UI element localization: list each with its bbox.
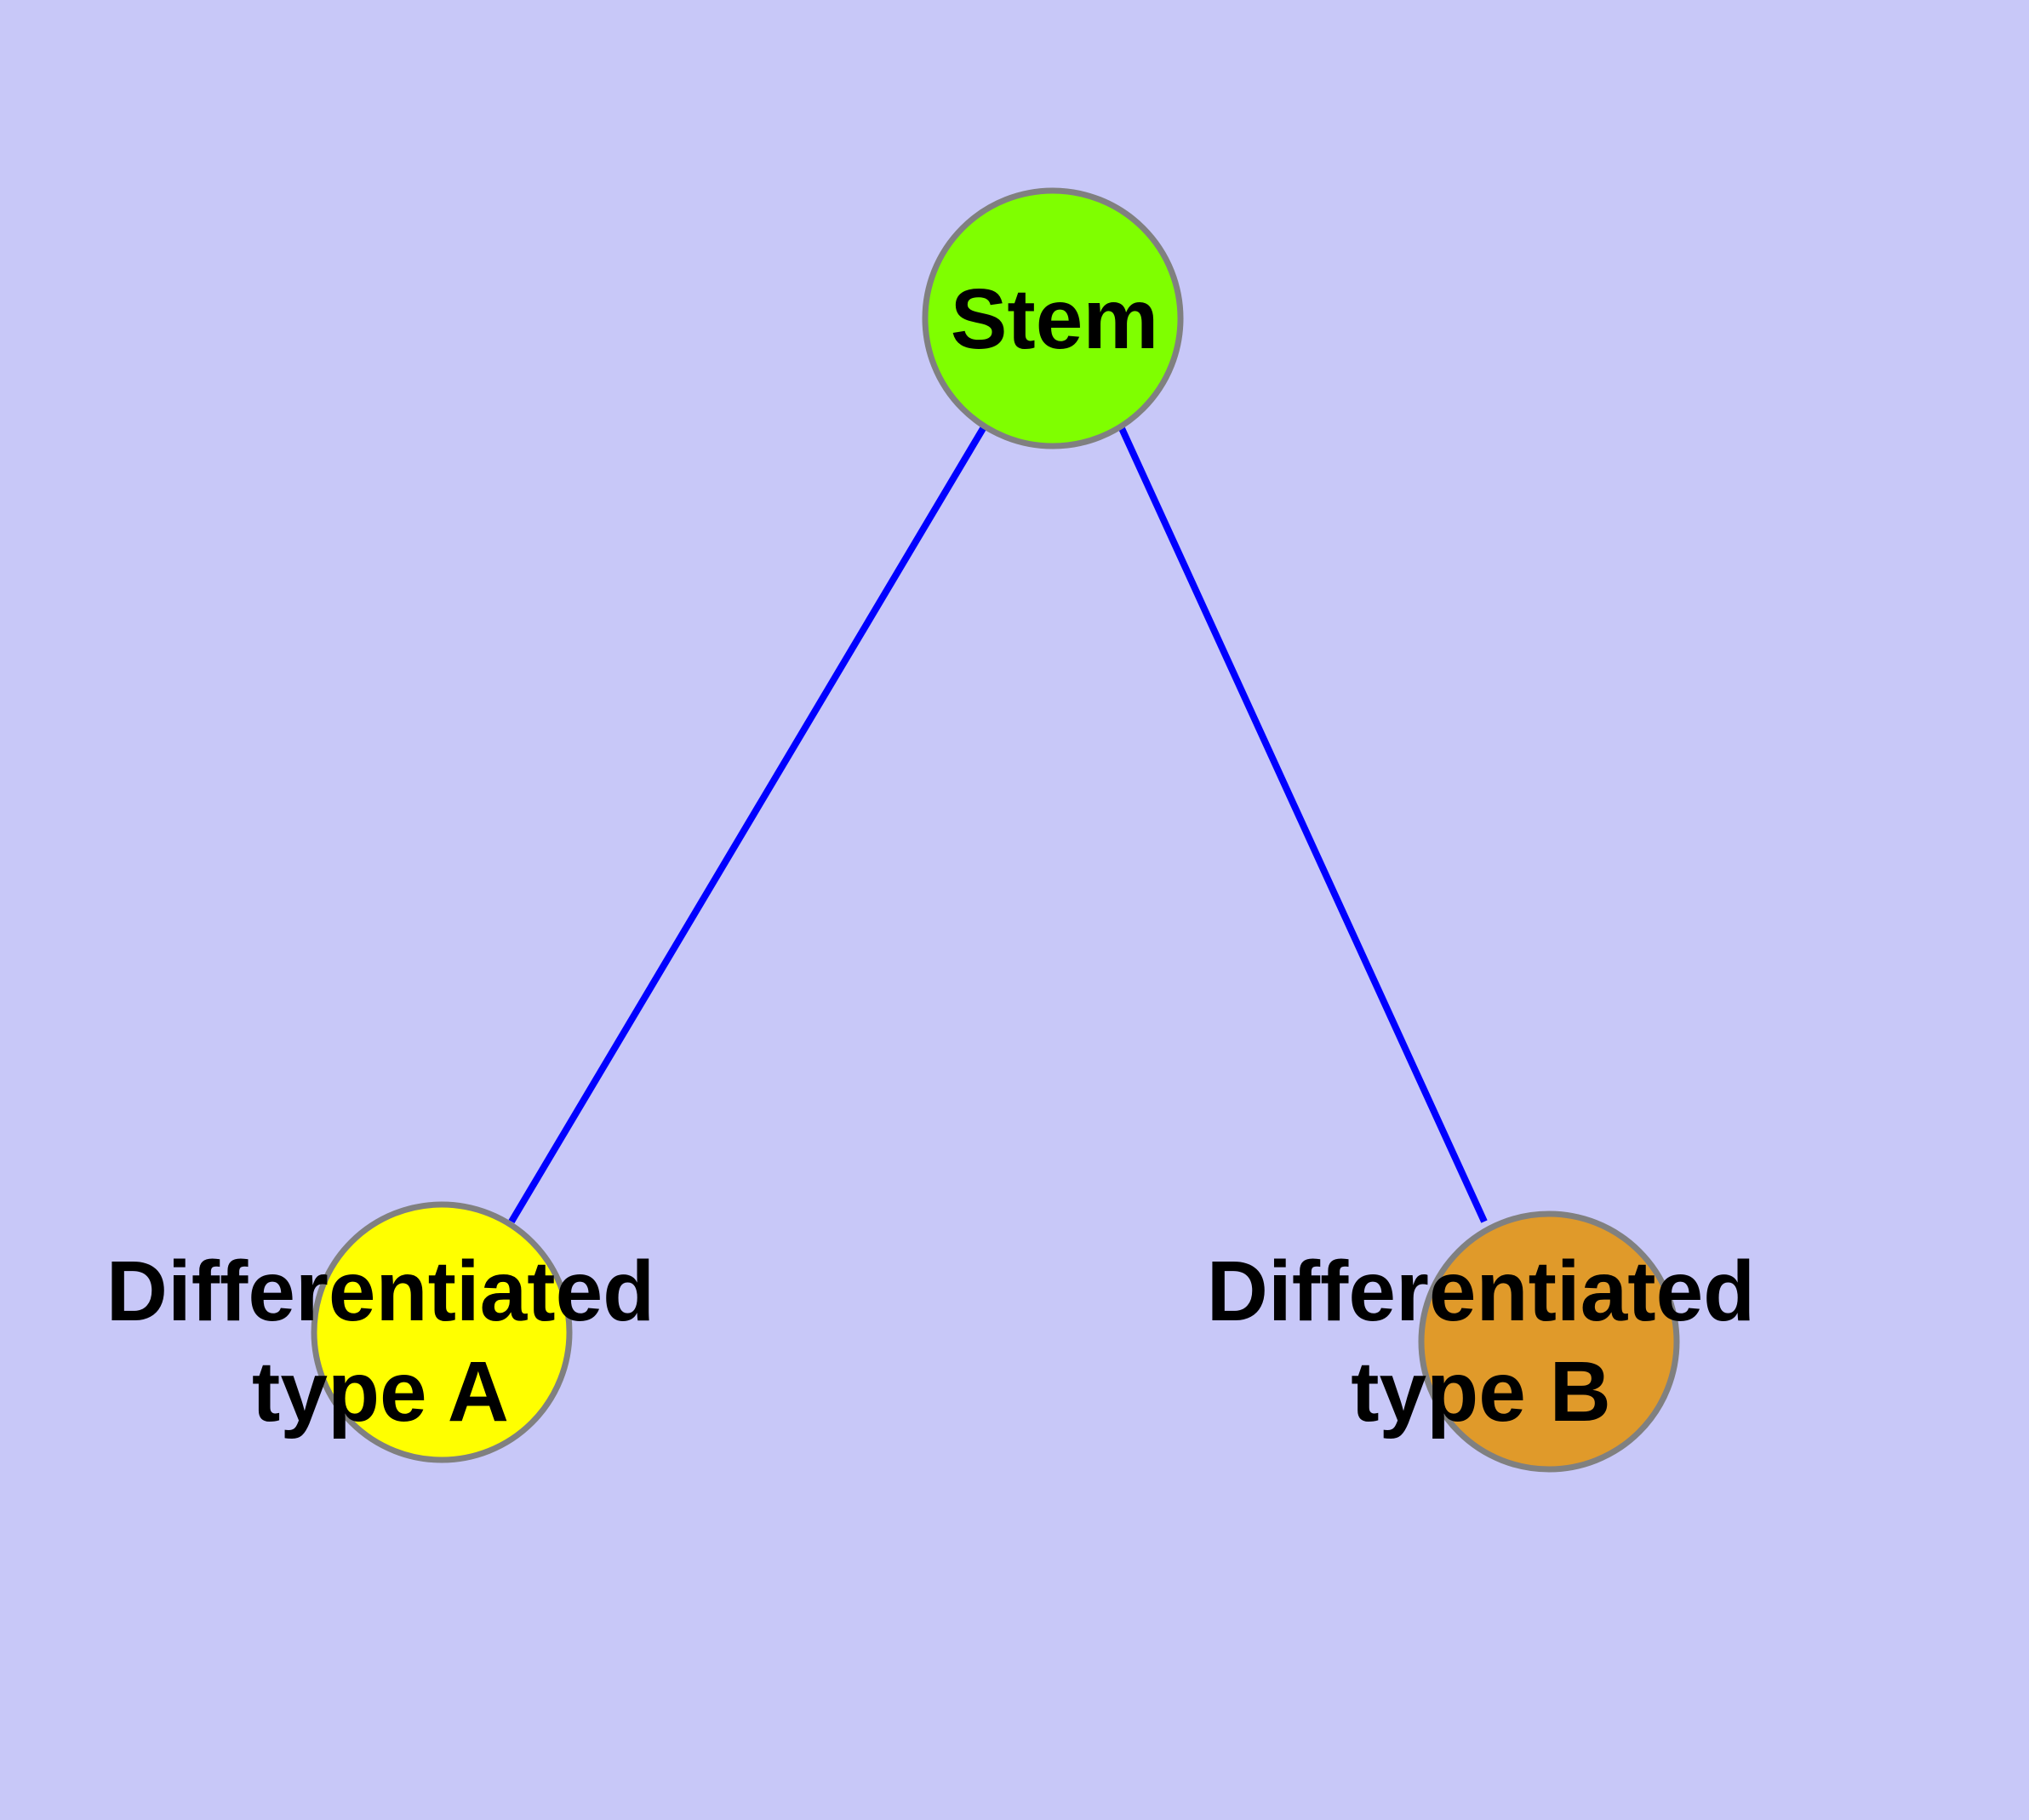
node-stem[interactable]: [922, 187, 1184, 449]
node-layer: [311, 187, 1680, 1473]
edge-stem-to-differentiated-type-b[interactable]: [1117, 425, 1488, 1223]
node-stem-label: Stem: [951, 272, 1159, 367]
node-stem-circle[interactable]: [922, 187, 1184, 449]
node-differentiated-type-a[interactable]: [311, 1201, 573, 1463]
node-differentiated-type-b-circle[interactable]: [1418, 1210, 1680, 1473]
node-differentiated-type-b[interactable]: [1418, 1210, 1680, 1473]
edge-layer: [508, 423, 1488, 1224]
node-differentiated-type-a-circle[interactable]: [311, 1201, 573, 1463]
edge-stem-to-differentiated-type-a[interactable]: [508, 423, 988, 1224]
